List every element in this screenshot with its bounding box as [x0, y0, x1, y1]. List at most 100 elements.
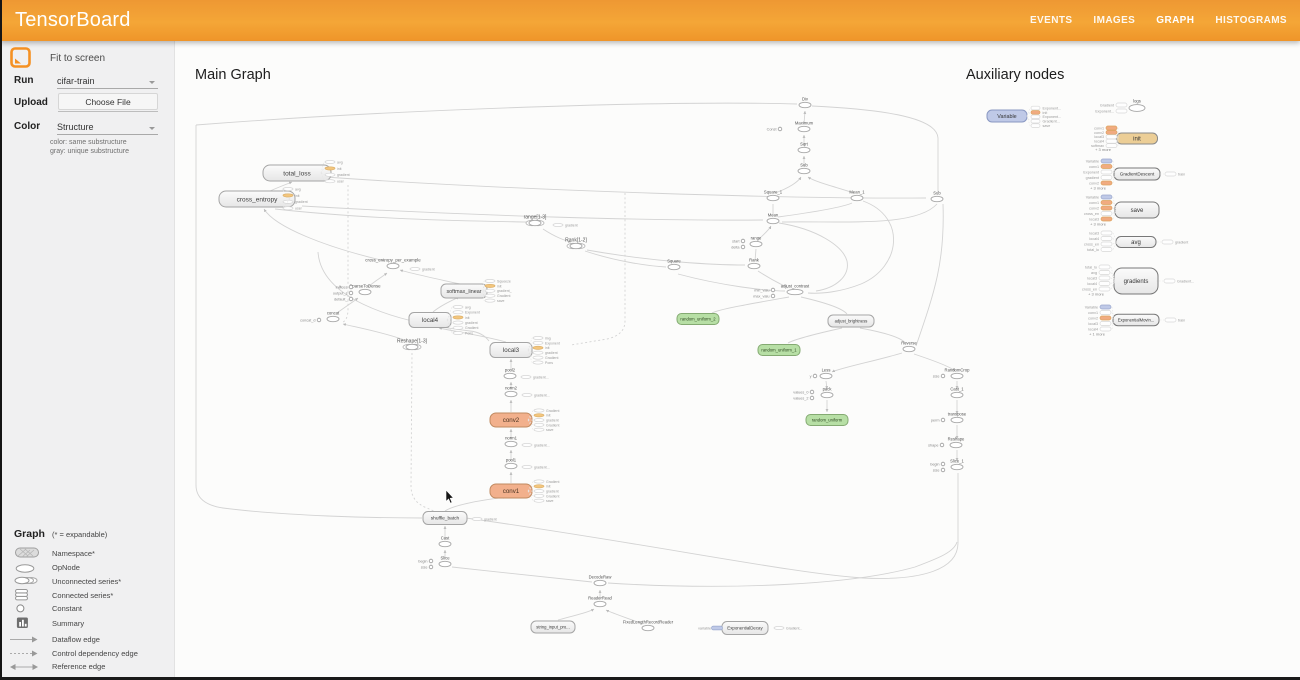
svg-text:init: init: [545, 346, 550, 350]
svg-text:conv1: conv1: [1088, 311, 1098, 315]
svg-text:norm1: norm1: [505, 436, 518, 441]
svg-text:variable: variable: [698, 626, 711, 630]
svg-text:random_uniform_1: random_uniform_1: [761, 348, 797, 353]
svg-text:img: img: [545, 336, 551, 340]
svg-text:SparseToDense: SparseToDense: [349, 284, 381, 289]
svg-text:gradient...: gradient...: [534, 465, 550, 469]
svg-text:cross_en: cross_en: [1082, 287, 1097, 291]
svg-text:Gradient...: Gradient...: [1177, 279, 1194, 283]
svg-text:gradient: gradient: [422, 267, 435, 271]
svg-text:Sub: Sub: [800, 163, 808, 168]
svg-text:Reshape[1-3]: Reshape[1-3]: [397, 339, 428, 345]
svg-text:+ 3 more: + 3 more: [1088, 292, 1105, 297]
svg-text:avg: avg: [1131, 240, 1141, 246]
svg-text:perm: perm: [931, 419, 940, 423]
svg-text:init: init: [546, 414, 551, 418]
svg-text:norm2: norm2: [505, 386, 518, 391]
svg-text:Reshape: Reshape: [948, 437, 965, 442]
svg-text:Slice: Slice: [440, 556, 450, 561]
svg-text:local4: local4: [422, 317, 439, 324]
svg-text:cross_en: cross_en: [1084, 212, 1099, 216]
svg-text:cross_entropy: cross_entropy: [237, 196, 279, 203]
svg-text:user: user: [337, 180, 345, 184]
svg-text:Exponent: Exponent: [1083, 170, 1099, 174]
svg-text:gradient: gradient: [484, 517, 497, 521]
svg-text:size: size: [421, 566, 428, 570]
svg-text:avg: avg: [337, 160, 343, 164]
svg-text:transpose: transpose: [948, 412, 967, 417]
svg-text:random_uniform: random_uniform: [812, 418, 843, 423]
svg-text:gradient_: gradient_: [497, 289, 512, 293]
svg-text:Gradient: Gradient: [546, 409, 559, 413]
svg-text:init: init: [1133, 137, 1141, 143]
svg-text:Variable: Variable: [1086, 159, 1099, 163]
svg-text:range[1-3]: range[1-3]: [524, 215, 547, 221]
svg-text:Gradient: Gradient: [546, 480, 559, 484]
svg-text:Gradient: Gradient: [546, 494, 559, 498]
svg-text:gradient: gradient: [546, 490, 559, 494]
svg-text:save: save: [1043, 124, 1051, 128]
svg-text:random_uniform_2: random_uniform_2: [680, 317, 716, 322]
svg-text:logs: logs: [1133, 99, 1141, 104]
svg-text:avg: avg: [465, 305, 471, 309]
svg-text:size: size: [933, 469, 940, 473]
svg-text:save: save: [497, 299, 504, 303]
svg-text:pack: pack: [823, 387, 833, 392]
svg-text:local3: local3: [1087, 276, 1097, 280]
svg-text:y: y: [810, 375, 812, 379]
svg-text:Exponent: Exponent: [465, 311, 480, 315]
svg-text:local4: local4: [1094, 140, 1104, 144]
svg-text:conv2: conv2: [1089, 181, 1099, 185]
svg-text:cross_entropy_per_example: cross_entropy_per_example: [365, 258, 421, 263]
svg-text:gradient: gradient: [337, 173, 350, 177]
svg-text:Rank[1-2]: Rank[1-2]: [565, 238, 587, 244]
svg-text:adjust_brightness: adjust_brightness: [835, 319, 868, 324]
svg-text:gradient: gradient: [295, 200, 308, 204]
svg-text:init: init: [1043, 111, 1048, 115]
svg-text:default_: default_: [334, 298, 348, 302]
svg-text:output_s: output_s: [333, 292, 348, 296]
svg-text:total_loss: total_loss: [283, 170, 311, 177]
svg-text:Gradient: Gradient: [465, 326, 478, 330]
svg-text:delta: delta: [731, 246, 740, 250]
svg-text:concat: concat: [327, 311, 340, 316]
svg-text:Sqrt: Sqrt: [800, 142, 809, 147]
svg-text:save: save: [1131, 208, 1144, 214]
svg-text:local3: local3: [1094, 135, 1104, 139]
svg-text:save: save: [546, 428, 553, 432]
svg-text:Div: Div: [802, 97, 809, 102]
svg-text:FixedLengthRecordReader: FixedLengthRecordReader: [623, 620, 674, 625]
svg-text:conv1: conv1: [1089, 201, 1099, 205]
svg-text:start: start: [732, 240, 740, 244]
svg-text:gradient...: gradient...: [533, 375, 549, 379]
svg-text:init: init: [546, 485, 551, 489]
svg-text:Maximum: Maximum: [795, 121, 814, 126]
svg-text:conv1: conv1: [503, 488, 520, 495]
svg-text:conv1: conv1: [1094, 126, 1104, 130]
svg-text:max_valu: max_valu: [753, 295, 769, 299]
svg-text:Rank: Rank: [749, 258, 760, 263]
svg-text:shape: shape: [928, 444, 938, 448]
svg-text:+ 3 more: + 3 more: [1090, 186, 1107, 191]
svg-text:softmax: softmax: [1091, 144, 1104, 148]
svg-text:Mean_1: Mean_1: [849, 190, 865, 195]
svg-text:+ 3 more: + 3 more: [1095, 147, 1112, 152]
svg-text:gradients: gradients: [1124, 279, 1149, 285]
svg-text:Reverse: Reverse: [901, 341, 917, 346]
svg-text:values_2: values_2: [793, 397, 808, 401]
svg-text:local4: local4: [1089, 237, 1099, 241]
svg-text:softmax_linear: softmax_linear: [446, 289, 481, 295]
svg-text:Gradient: Gradient: [546, 423, 559, 427]
svg-text:local3: local3: [503, 347, 520, 354]
svg-text:Const: Const: [767, 128, 778, 132]
svg-text:avg: avg: [295, 187, 301, 191]
svg-text:train: train: [1178, 318, 1185, 322]
svg-text:gradient: gradient: [1175, 240, 1188, 244]
svg-text:local3: local3: [1088, 322, 1098, 326]
svg-text:pool2: pool2: [505, 368, 516, 373]
svg-text:range: range: [751, 236, 762, 241]
svg-text:Square_1: Square_1: [764, 190, 783, 195]
svg-text:Exponent...: Exponent...: [1095, 109, 1114, 113]
svg-text:init: init: [465, 316, 470, 320]
svg-text:conv2: conv2: [1089, 206, 1099, 210]
